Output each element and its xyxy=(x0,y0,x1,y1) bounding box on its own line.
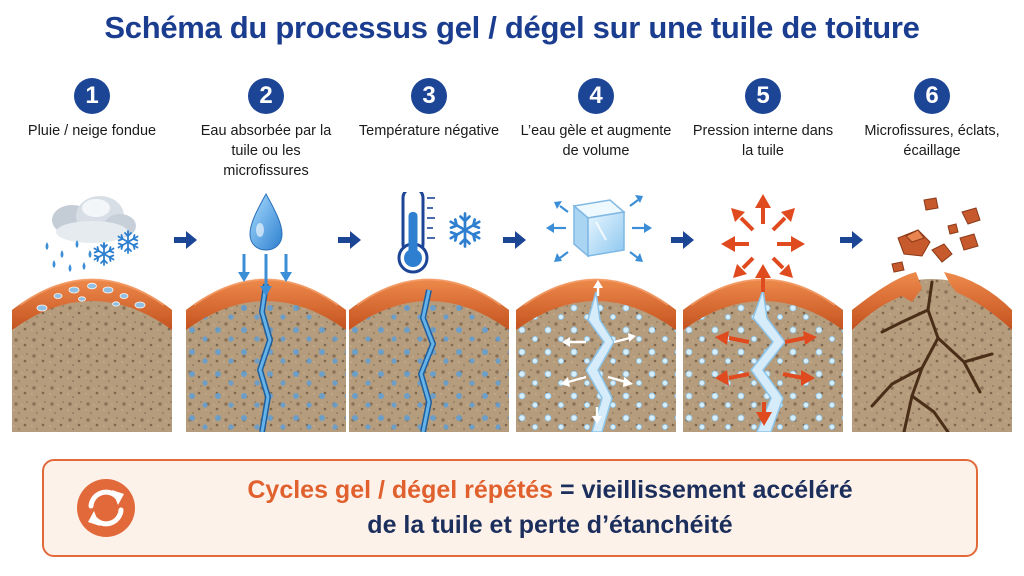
step-label: L’eau gèle et augmente de volume xyxy=(516,121,676,161)
cycle-icon xyxy=(76,478,136,538)
step-2: 2 Eau absorbée par la tuile ou les micro… xyxy=(186,78,346,181)
flow-arrow xyxy=(174,230,198,250)
conclusion-text: Cycles gel / dégel répétés = vieillissem… xyxy=(144,473,956,543)
step-number-badge: 3 xyxy=(411,78,447,114)
panel-absorption xyxy=(186,192,346,432)
panel-expansion xyxy=(516,192,676,432)
snowflake-icon xyxy=(119,231,138,253)
flow-arrow xyxy=(338,230,362,250)
step-number-badge: 4 xyxy=(578,78,614,114)
conclusion-highlight: Cycles gel / dégel répétés xyxy=(247,476,553,504)
step-number-badge: 1 xyxy=(74,78,110,114)
panel-freezing xyxy=(349,192,509,432)
step-label: Température négative xyxy=(349,121,509,141)
flow-arrow xyxy=(671,230,695,250)
snowflake-icon xyxy=(451,214,480,247)
rain-cloud-icon xyxy=(46,196,137,272)
step-1: 1 Pluie / neige fondue xyxy=(12,78,172,141)
panel-rain xyxy=(12,192,172,432)
step-label: Pression interne dans la tuile xyxy=(683,121,843,161)
step-number-badge: 5 xyxy=(745,78,781,114)
step-label: Pluie / neige fondue xyxy=(12,121,172,141)
step-label: Eau absorbée par la tuile ou les microfi… xyxy=(186,121,346,181)
conclusion-banner: Cycles gel / dégel répétés = vieillissem… xyxy=(42,459,978,557)
water-drop-icon xyxy=(250,194,282,250)
panel-damage xyxy=(852,192,1012,432)
conclusion-line-1: Cycles gel / dégel répétés = vieillissem… xyxy=(144,473,956,508)
step-3: 3 Température négative xyxy=(349,78,509,141)
step-5: 5 Pression interne dans la tuile xyxy=(683,78,843,161)
step-number-badge: 6 xyxy=(914,78,950,114)
panel-pressure xyxy=(683,192,843,432)
conclusion-line-2: de la tuile et perte d’étanchéité xyxy=(144,508,956,543)
ice-cube-icon xyxy=(574,200,624,256)
snowflake-icon xyxy=(95,243,114,265)
page-title: Schéma du processus gel / dégel sur une … xyxy=(0,10,1024,46)
conclusion-line-1-rest: vieillissement accéléré xyxy=(582,476,853,504)
step-6: 6 Microfissures, éclats, écaillage xyxy=(852,78,1012,161)
tile-fragments-icon xyxy=(892,198,980,272)
step-label: Microfissures, éclats, écaillage xyxy=(852,121,1012,161)
thermometer-icon xyxy=(399,192,435,272)
flow-arrow xyxy=(840,230,864,250)
flow-arrow xyxy=(503,230,527,250)
step-number-badge: 2 xyxy=(248,78,284,114)
step-4: 4 L’eau gèle et augmente de volume xyxy=(516,78,676,161)
conclusion-equals: = xyxy=(560,476,575,504)
